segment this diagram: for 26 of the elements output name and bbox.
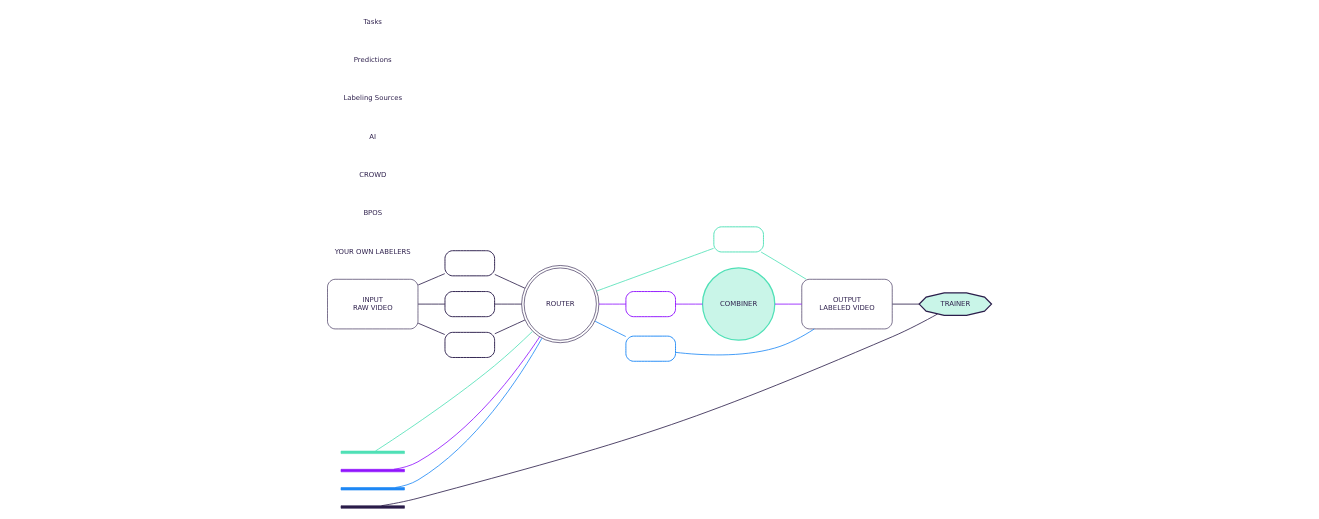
node-box — [625, 291, 676, 318]
connector — [375, 330, 533, 452]
connector — [760, 251, 807, 280]
node-box — [444, 331, 496, 358]
connector — [417, 303, 446, 305]
node-bar — [340, 505, 405, 509]
node-box — [444, 250, 496, 277]
node-bar — [340, 469, 405, 473]
connector — [417, 273, 446, 286]
connector — [494, 303, 522, 305]
node-box — [625, 335, 676, 362]
connector — [774, 303, 803, 305]
connector — [417, 322, 446, 335]
connector — [494, 319, 526, 335]
node-box — [713, 226, 764, 253]
connector — [494, 274, 526, 289]
connector — [598, 303, 627, 305]
connector — [892, 303, 920, 305]
connector — [381, 313, 938, 507]
node-box — [444, 291, 496, 318]
connector — [596, 247, 714, 292]
node-bar — [340, 487, 405, 491]
connector — [675, 303, 703, 305]
connector — [594, 320, 627, 337]
node-bar — [340, 450, 405, 454]
connector — [675, 328, 815, 356]
